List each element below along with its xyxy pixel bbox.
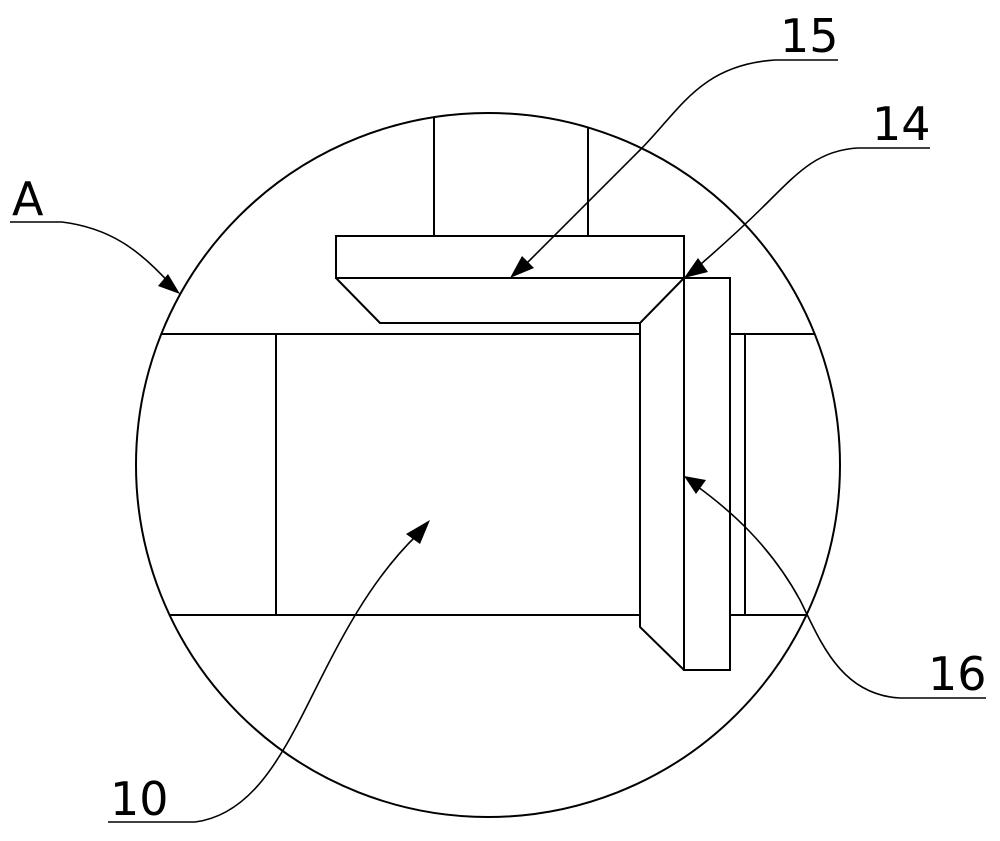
label-14: 14 <box>872 97 931 151</box>
detail-geometry <box>136 113 840 616</box>
part-16-plate <box>683 277 746 671</box>
leader-14 <box>684 147 930 278</box>
leader-15 <box>510 59 838 278</box>
label-15: 15 <box>780 9 839 63</box>
part-15-plate <box>335 235 685 324</box>
detail-circle <box>135 112 841 818</box>
label-10: 10 <box>110 772 169 826</box>
part-14-wedge <box>639 277 685 671</box>
leader-16 <box>684 476 986 699</box>
leader-a <box>10 221 180 294</box>
leader-10 <box>108 520 430 823</box>
label-16: 16 <box>928 647 987 701</box>
label-a: A <box>12 172 44 226</box>
